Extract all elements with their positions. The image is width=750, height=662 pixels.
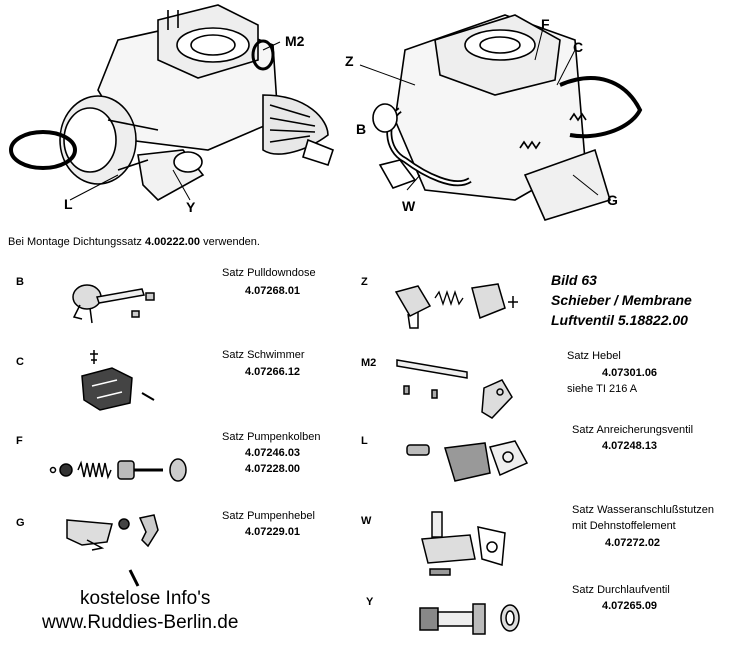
part-letter-f: F: [16, 435, 23, 447]
figure-title-line1: Bild 63: [551, 272, 597, 288]
figure-title: Bild 63 Schieber / Membrane Luftventil 5…: [551, 270, 692, 330]
part-letter-l: L: [361, 435, 368, 447]
slide-membrane-drawing: [390, 278, 530, 333]
pump-lever-drawing: [62, 510, 172, 590]
callout-z: Z: [345, 53, 354, 69]
callout-b: B: [356, 121, 367, 137]
water-connector-drawing: [410, 507, 520, 582]
callout-f: F: [541, 16, 550, 32]
gasket-note: Bei Montage Dichtungssatz 4.00222.00 ver…: [8, 236, 260, 248]
callout-w: W: [402, 198, 416, 214]
part-name-f: Satz Pumpenkolben: [222, 431, 321, 443]
part-reference-m2: siehe TI 216 A: [567, 383, 638, 395]
part-number-f1: 4.07246.03: [245, 447, 301, 459]
part-name-g: Satz Pumpenhebel: [222, 510, 315, 522]
gasket-number: 4.00222.00: [144, 236, 201, 248]
part-number-g: 4.07229.01: [245, 526, 301, 538]
gasket-note-suffix: verwenden.: [203, 236, 260, 248]
part-letter-g: G: [16, 517, 25, 529]
part-name-y: Satz Durchlaufventil: [572, 584, 670, 596]
callout-m2: M2: [285, 33, 305, 49]
part-letter-z: Z: [361, 276, 368, 288]
gasket-note-prefix: Bei Montage Dichtungssatz: [8, 236, 142, 248]
part-number-l: 4.07248.13: [602, 440, 658, 452]
part-number-b: 4.07268.01: [245, 285, 301, 297]
carburetor-left-illustration: [8, 0, 338, 220]
part-number-y: 4.07265.09: [602, 600, 658, 612]
advert-line1: kostelose Info's: [80, 588, 211, 609]
callout-y: Y: [186, 199, 196, 215]
part-number-c: 4.07266.12: [245, 366, 301, 378]
part-name-l: Satz Anreicherungsventil: [572, 424, 694, 436]
callout-l: L: [64, 196, 73, 212]
carburetor-right-illustration: [345, 0, 645, 225]
part-number-w: 4.07272.02: [605, 537, 661, 549]
part-letter-w: W: [361, 515, 372, 527]
part-letter-y: Y: [366, 596, 374, 608]
pump-piston-drawing: [48, 455, 198, 485]
part-name-w: Satz Wasseranschlußstutzen: [572, 504, 715, 516]
part-name-m2: Satz Hebel: [567, 350, 621, 362]
callout-c: C: [573, 39, 584, 55]
part-name-b: Satz Pulldowndose: [222, 267, 316, 279]
advert-url[interactable]: www.Ruddies-Berlin.de: [42, 612, 239, 633]
part-name-c: Satz Schwimmer: [222, 349, 305, 361]
pulldown-unit-drawing: [62, 275, 162, 330]
figure-title-line2: Schieber / Membrane: [551, 292, 692, 308]
part-name-w-line2: mit Dehnstoffelement: [572, 520, 676, 532]
flow-valve-drawing: [415, 598, 525, 638]
part-number-m2: 4.07301.06: [602, 367, 658, 379]
part-letter-m2: M2: [361, 357, 377, 369]
callout-g: G: [607, 192, 618, 208]
enrichment-valve-drawing: [405, 433, 535, 488]
part-letter-c: C: [16, 356, 24, 368]
part-letter-b: B: [16, 276, 24, 288]
part-number-f2: 4.07228.00: [245, 463, 301, 475]
lever-set-drawing: [392, 352, 532, 422]
float-drawing: [72, 348, 162, 413]
figure-title-line3: Luftventil 5.18822.00: [551, 312, 688, 328]
